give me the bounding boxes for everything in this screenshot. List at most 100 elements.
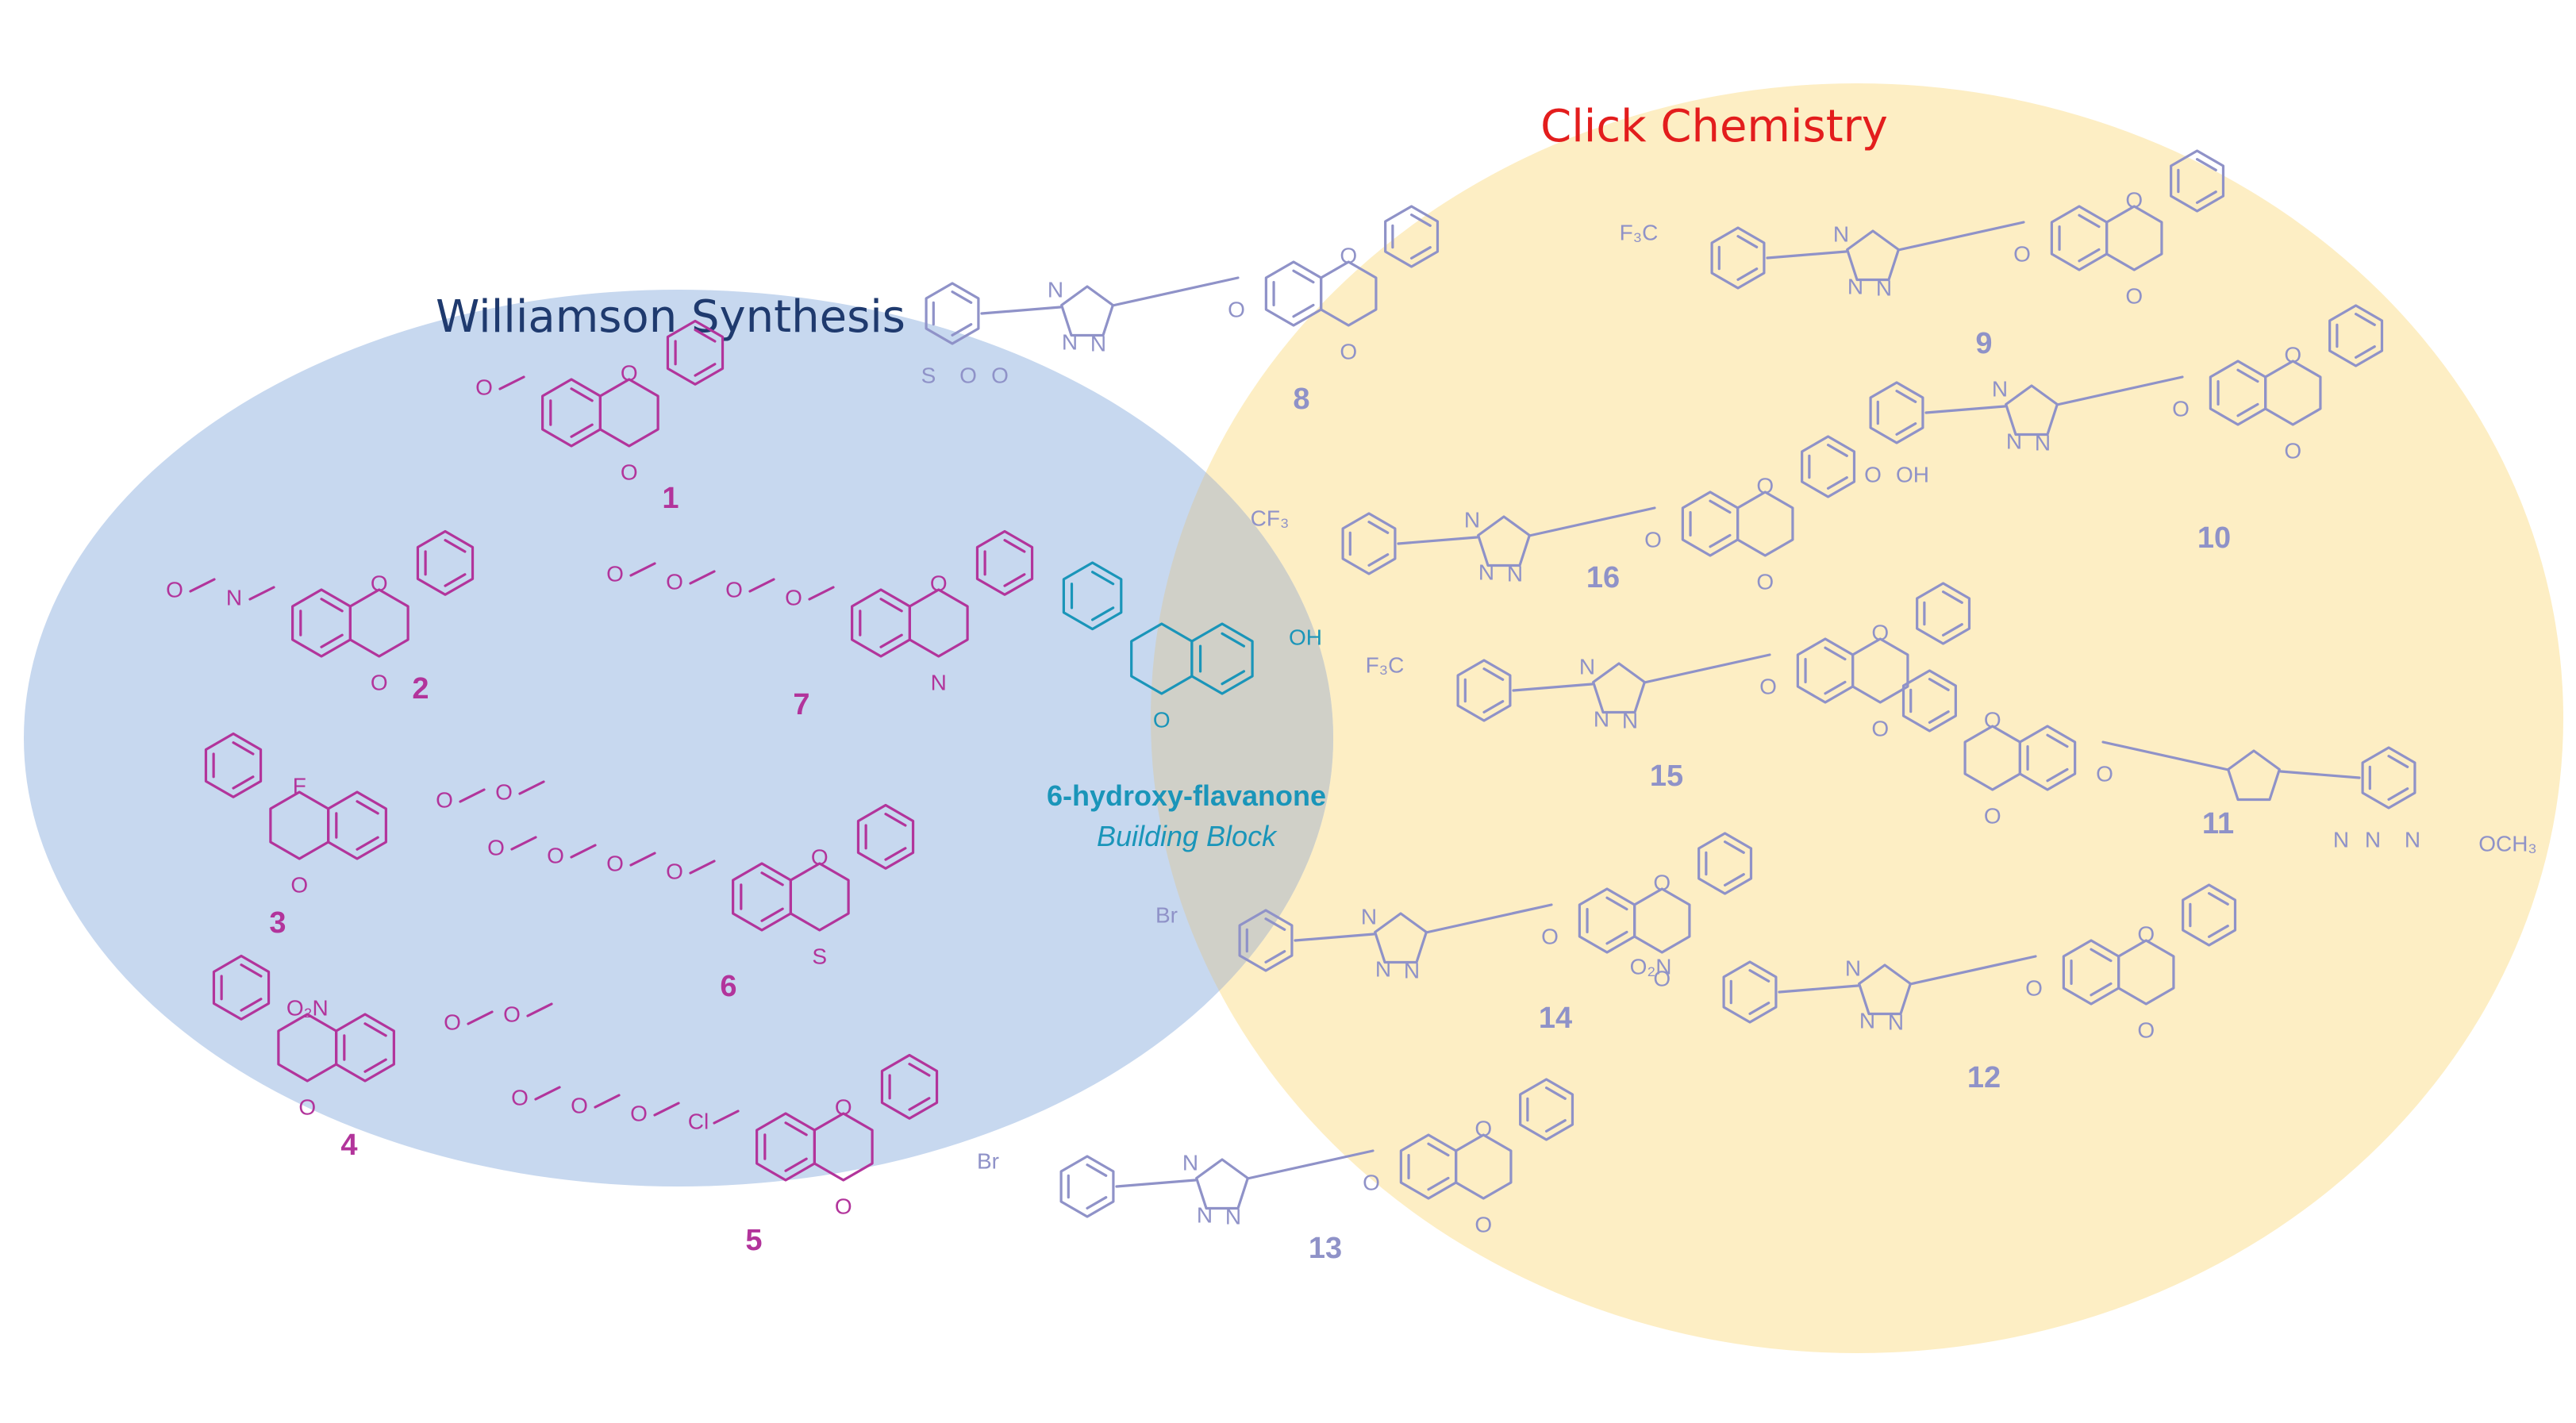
compound-number: 13 <box>1309 1232 1342 1265</box>
double-bond <box>908 1063 931 1077</box>
double-bond <box>2207 925 2229 938</box>
atom-label: Cl <box>688 1109 709 1133</box>
bond <box>1424 903 1553 934</box>
double-bond <box>2195 190 2217 204</box>
atom-label: N <box>2006 429 2022 453</box>
pyranone-ring <box>277 1013 338 1083</box>
atom-label: O <box>1644 527 1662 552</box>
compound-number: 10 <box>2197 521 2231 555</box>
atom-label: O <box>2096 761 2113 786</box>
double-bond <box>444 573 467 587</box>
atom-label: N <box>1225 1204 1241 1229</box>
atom-label: O <box>1474 1116 1492 1140</box>
double-bond <box>760 907 784 922</box>
triazole-ring <box>1846 229 1900 282</box>
triazole-ring <box>1477 515 1531 567</box>
double-bond <box>1748 1002 1771 1015</box>
double-bond <box>908 1097 931 1111</box>
double-bond <box>2078 213 2101 229</box>
aryl-ring <box>1869 381 1924 444</box>
bond <box>748 578 775 593</box>
pyranone-ring <box>269 790 330 860</box>
atom-label: O <box>436 787 453 812</box>
double-bond <box>1895 390 1917 403</box>
double-bond <box>2387 755 2409 768</box>
atom-label: N <box>1062 329 1078 354</box>
atom-label: N <box>1859 1008 1875 1033</box>
double-bond <box>320 633 344 648</box>
compound-number: 11 <box>2202 807 2234 840</box>
aryl-ring <box>1456 659 1512 722</box>
double-bond <box>951 290 973 304</box>
pyranone-ring <box>1963 725 2021 791</box>
bond <box>1512 683 1594 692</box>
double-bond <box>1709 533 1732 548</box>
double-bond <box>2236 402 2259 417</box>
atom-label: O <box>2137 1017 2155 1042</box>
atom-label: F₃C <box>1620 220 1659 244</box>
atom-label: O <box>1871 716 1889 740</box>
double-bond <box>1409 213 1432 227</box>
atom-label: O <box>606 851 624 875</box>
double-bond <box>320 598 344 613</box>
bond <box>248 586 275 601</box>
atom-label: N <box>2405 827 2420 852</box>
triazole-ring <box>1374 912 1428 964</box>
double-bond <box>1409 246 1432 260</box>
atom-label: O <box>621 360 638 385</box>
atom-label: N <box>1622 708 1638 733</box>
phenyl-ring <box>1916 582 1971 645</box>
double-bond <box>1928 678 1950 691</box>
phenyl-ring <box>416 529 475 596</box>
atom-label: S <box>921 363 936 387</box>
double-bond <box>1292 269 1315 284</box>
atom-label: O <box>371 670 388 694</box>
bond <box>713 1110 740 1125</box>
atom-label: O <box>630 1101 648 1125</box>
triazole-ring <box>2227 749 2281 802</box>
bond <box>526 1002 553 1017</box>
atom-label: N <box>1197 1202 1213 1227</box>
atom-label: N <box>931 670 947 694</box>
atom-label: O <box>1153 707 1171 732</box>
compound-number: 1 <box>662 482 679 515</box>
atom-label: O <box>835 1094 852 1119</box>
atom-label: O₂N <box>286 995 329 1020</box>
compound-number: 7 <box>793 688 809 721</box>
phenyl-ring <box>880 1053 939 1120</box>
bond <box>629 562 656 577</box>
atom-label: N <box>1375 956 1391 981</box>
bond <box>1643 653 1771 684</box>
atom-label: O <box>2284 438 2301 463</box>
atom-label: O <box>511 1085 529 1110</box>
atom-label: O <box>1653 966 1671 990</box>
atom-label: O <box>1363 1170 1380 1194</box>
atom-label: Br <box>977 1148 999 1173</box>
double-bond <box>2236 368 2259 383</box>
atom-label: O <box>1228 297 1245 321</box>
bond <box>1294 933 1375 942</box>
double-bond <box>951 323 973 337</box>
double-bond <box>1605 896 1628 911</box>
pyranone-ring <box>789 862 850 932</box>
double-bond <box>2207 892 2229 906</box>
atom-label: O <box>487 835 505 860</box>
pyranone-ring <box>2117 939 2175 1006</box>
atom-label: N <box>1594 706 1609 731</box>
pyranone-ring <box>348 588 409 658</box>
bond <box>1397 536 1478 545</box>
double-bond <box>1090 571 1115 586</box>
compound-number: 8 <box>1293 383 1309 416</box>
atom-label: N <box>1478 560 1494 584</box>
atom-label: N <box>1182 1150 1198 1175</box>
atom-label: O <box>1340 243 1357 267</box>
phenyl-ring <box>2170 149 2225 213</box>
bond <box>1766 250 1847 260</box>
